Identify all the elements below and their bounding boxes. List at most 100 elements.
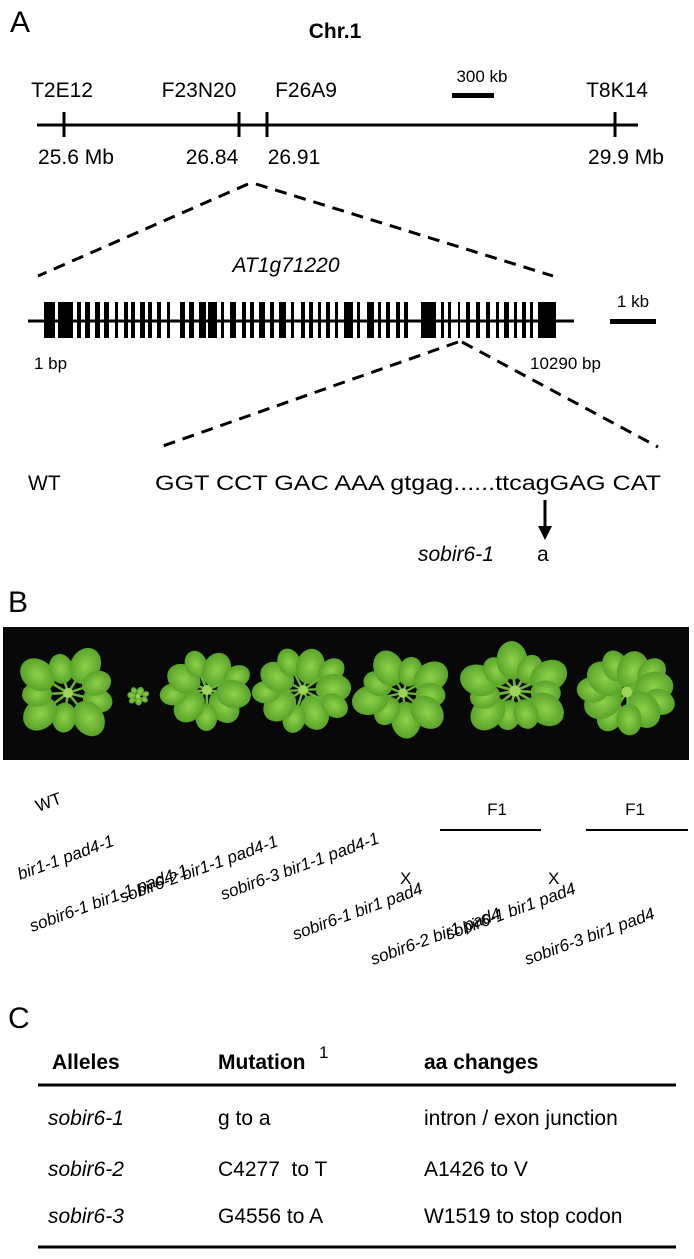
mutant-label: sobir6-1: [418, 543, 494, 566]
exon-block: [326, 302, 330, 338]
exon-block: [441, 302, 444, 338]
mutant-base: a: [537, 543, 549, 566]
exon-block: [250, 302, 254, 338]
exon-block: [148, 302, 152, 338]
table-cell-mutation: g to a: [218, 1107, 271, 1130]
exon-block: [504, 302, 509, 338]
exon-block: [259, 302, 265, 338]
exon-block: [404, 302, 408, 338]
exon-block: [344, 302, 353, 338]
marker-position: 26.91: [268, 146, 321, 169]
panel-a: A Chr.1 T2E12 F23N20 F26A9 T8K14 300 kb …: [10, 6, 664, 566]
exon-block: [279, 302, 286, 338]
chromosome-title: Chr.1: [309, 20, 362, 43]
exon-block: [421, 302, 436, 338]
exon-block: [85, 302, 90, 338]
wt-label: WT: [28, 472, 61, 495]
exon-block: [77, 302, 81, 338]
exon-block: [104, 302, 109, 338]
exon-block: [95, 302, 100, 338]
exon-block: [270, 302, 274, 338]
panel-b: B WT bir1-1 pad4-1 sobir6-1 bir1-1 pad4-…: [3, 586, 689, 969]
table-cell-aa: W1519 to stop codon: [424, 1205, 622, 1228]
table-cell-mutation: G4556 to A: [218, 1205, 323, 1228]
exon-block: [448, 302, 451, 338]
exon-block: [180, 302, 185, 338]
table-header-mutation: Mutation: [218, 1051, 305, 1074]
marker-name: F26A9: [275, 79, 337, 102]
exon-block: [157, 302, 161, 338]
exon-block: [367, 302, 374, 338]
exon-block: [167, 302, 170, 338]
map-scale-label: 300 kb: [456, 67, 507, 86]
exon-block: [301, 302, 305, 338]
panel-c-label: C: [8, 1002, 30, 1035]
cross-parent: sobir6-1 bir1 pad4: [443, 879, 578, 944]
exon-block: [496, 302, 499, 338]
exon-block: [189, 302, 194, 338]
table-cell-allele: sobir6-2: [48, 1158, 124, 1181]
gene-scale-label: 1 kb: [617, 292, 649, 311]
table-cell-mutation: C4277 to T: [218, 1158, 328, 1181]
exon-block: [335, 302, 338, 338]
exon-block: [131, 302, 135, 338]
exon-block: [466, 302, 470, 338]
exon-block: [221, 302, 224, 338]
exon-block: [291, 302, 294, 338]
cross-header: F1: [487, 800, 507, 819]
table-header-alleles: Alleles: [52, 1051, 120, 1074]
gene-scale-bar: [610, 319, 656, 324]
exon-block: [58, 302, 73, 338]
exon-block: [386, 302, 390, 338]
plant-rosette: [127, 686, 150, 706]
gene-end-label: 10290 bp: [530, 354, 601, 373]
cross-parent: sobir6-3 bir1 pad4: [522, 904, 657, 969]
exon-block: [124, 302, 128, 338]
marker-position: 26.84: [186, 146, 239, 169]
table-cell-aa: A1426 to V: [424, 1158, 528, 1181]
zoom-line: [255, 182, 554, 278]
exon-block: [44, 302, 55, 338]
exon-block: [199, 302, 206, 338]
zoom-line: [461, 340, 659, 449]
exon-block: [514, 302, 517, 338]
exon-block: [522, 302, 526, 338]
plant-rosettes: [20, 641, 675, 739]
marker-name: T8K14: [586, 79, 648, 102]
table-header-superscript: 1: [319, 1043, 328, 1062]
panel-c: C Alleles Mutation 1 aa changes sobir6-1…: [8, 1002, 676, 1249]
wt-sequence: GGT CCT GAC AAA gtgag......ttcagGAG CAT: [155, 472, 661, 495]
genotype-label: bir1-1 pad4-1: [15, 831, 117, 883]
zoom-line: [37, 182, 249, 278]
gene-exons: [44, 302, 556, 338]
exon-block: [530, 302, 533, 338]
genotype-label: WT: [33, 789, 64, 816]
mutation-arrow-head: [538, 526, 552, 540]
plant-rosette: [351, 650, 449, 739]
exon-block: [458, 302, 460, 338]
exon-block: [115, 302, 118, 338]
plant-rosette: [20, 647, 113, 737]
marker-position: 29.9 Mb: [588, 146, 664, 169]
panel-b-label: B: [8, 586, 28, 619]
cross-parent: sobir6-1 bir1 pad4: [290, 879, 425, 944]
exon-block: [309, 302, 313, 338]
table-cell-aa: intron / exon junction: [424, 1107, 618, 1130]
table-header-aa: aa changes: [424, 1051, 538, 1074]
table-cell-allele: sobir6-1: [48, 1107, 124, 1130]
exon-block: [486, 302, 490, 338]
genotype-label: sobir6-3 bir1-1 pad4-1: [218, 829, 382, 904]
exon-block: [476, 302, 480, 338]
exon-block: [208, 302, 217, 338]
zoom-line: [159, 340, 459, 449]
cross-symbol: X: [400, 869, 411, 888]
panel-a-label: A: [10, 6, 30, 39]
exon-block: [378, 302, 381, 338]
plant-rosette: [159, 650, 251, 731]
exon-block: [230, 302, 236, 338]
cross-header: F1: [625, 800, 645, 819]
cross-symbol: X: [548, 869, 559, 888]
genotype-label: sobir6-2 bir1-1 pad4-1: [117, 832, 281, 907]
marker-position: 25.6 Mb: [38, 146, 114, 169]
